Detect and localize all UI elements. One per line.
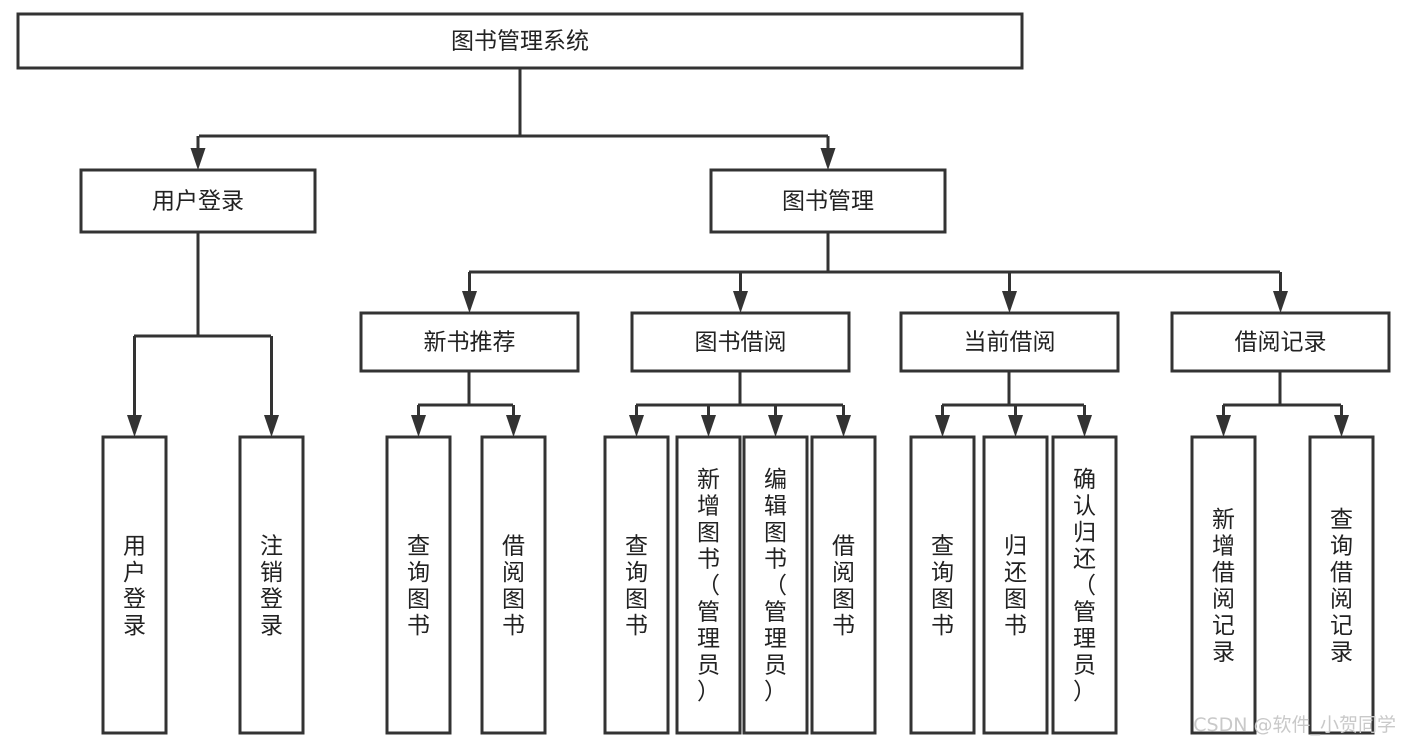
node-label-leaf-edit-book: 编辑图书（管理员）: [764, 467, 787, 705]
node-leaf-user-logout[interactable]: 注销登录: [238, 435, 305, 735]
node-leaf-borrow-book-1[interactable]: 借阅图书: [480, 435, 547, 735]
node-leaf-query-book-2[interactable]: 查询图书: [603, 435, 670, 735]
node-leaf-add-record[interactable]: 新增借阅记录: [1190, 435, 1257, 735]
node-label-leaf-return-book: 归还图书: [1004, 533, 1027, 639]
edge-new-book-rec-to-leaf-borrow-book-1: [506, 405, 521, 437]
node-leaf-borrow-book-2[interactable]: 借阅图书: [810, 435, 877, 735]
node-label-book-manage: 图书管理: [782, 189, 874, 215]
node-layer: 图书管理系统用户登录图书管理新书推荐图书借阅当前借阅借阅记录用户登录注销登录查询…: [16, 12, 1391, 735]
node-book-borrow[interactable]: 图书借阅: [630, 311, 851, 373]
node-label-user-login: 用户登录: [152, 189, 244, 215]
node-label-leaf-add-book: 新增图书（管理员）: [697, 467, 720, 705]
node-label-leaf-query-book-1: 查询图书: [407, 533, 430, 639]
edge-book-manage-to-book-borrow: [733, 272, 748, 313]
node-box-leaf-add-record[interactable]: [1190, 435, 1257, 735]
edge-borrow-record-to-leaf-query-record: [1334, 405, 1349, 437]
node-label-leaf-borrow-book-1: 借阅图书: [502, 533, 525, 639]
node-label-leaf-query-book-2: 查询图书: [625, 533, 648, 639]
node-box-borrow-record[interactable]: [1170, 311, 1391, 373]
node-box-book-manage[interactable]: [709, 168, 947, 234]
node-box-current-borrow[interactable]: [899, 311, 1120, 373]
edge-user-login-to-leaf-user-login: [127, 336, 142, 437]
node-box-book-borrow[interactable]: [630, 311, 851, 373]
node-box-leaf-query-book-3[interactable]: [909, 435, 976, 735]
edge-user-login-to-leaf-user-logout: [264, 336, 279, 437]
node-label-leaf-query-book-3: 查询图书: [931, 533, 954, 639]
connector-bus-current-borrow: [942, 371, 1084, 407]
connector-layer: [127, 68, 1349, 437]
node-box-leaf-query-book-1[interactable]: [385, 435, 452, 735]
node-root[interactable]: 图书管理系统: [16, 12, 1024, 70]
connector-bus-borrow-record: [1223, 371, 1341, 407]
edge-book-borrow-to-leaf-query-book-2: [629, 405, 644, 437]
node-box-leaf-confirm-return[interactable]: [1051, 435, 1118, 735]
node-label-leaf-borrow-book-2: 借阅图书: [832, 533, 855, 639]
edge-borrow-record-to-leaf-add-record: [1216, 405, 1231, 437]
node-label-current-borrow: 当前借阅: [964, 330, 1056, 356]
node-label-leaf-user-login: 用户登录: [123, 533, 146, 639]
node-label-leaf-confirm-return: 确认归还（管理员）: [1073, 467, 1096, 705]
node-label-leaf-add-record: 新增借阅记录: [1212, 507, 1235, 666]
node-box-leaf-return-book[interactable]: [982, 435, 1049, 735]
node-leaf-user-login[interactable]: 用户登录: [101, 435, 168, 735]
node-leaf-query-record[interactable]: 查询借阅记录: [1308, 435, 1375, 735]
connector-bus-user-login: [134, 232, 271, 338]
node-current-borrow[interactable]: 当前借阅: [899, 311, 1120, 373]
edge-book-manage-to-current-borrow: [1002, 272, 1017, 313]
node-box-root[interactable]: [16, 12, 1024, 70]
connector-bus-book-manage: [469, 232, 1280, 274]
edge-book-borrow-to-leaf-add-book: [701, 405, 716, 437]
node-box-user-login[interactable]: [79, 168, 317, 234]
node-box-leaf-query-book-2[interactable]: [603, 435, 670, 735]
node-box-new-book-rec[interactable]: [359, 311, 580, 373]
node-borrow-record[interactable]: 借阅记录: [1170, 311, 1391, 373]
node-leaf-confirm-return[interactable]: 确认归还（管理员）: [1051, 435, 1118, 735]
node-box-leaf-edit-book[interactable]: [742, 435, 809, 735]
node-box-leaf-user-logout[interactable]: [238, 435, 305, 735]
node-box-leaf-query-record[interactable]: [1308, 435, 1375, 735]
connector-bus-root: [199, 68, 828, 138]
node-label-root: 图书管理系统: [451, 29, 589, 55]
edge-book-manage-to-borrow-record: [1273, 272, 1288, 313]
edge-book-manage-to-new-book-rec: [462, 272, 477, 313]
node-box-leaf-user-login[interactable]: [101, 435, 168, 735]
node-label-leaf-query-record: 查询借阅记录: [1330, 507, 1353, 666]
edge-book-borrow-to-leaf-borrow-book-2: [836, 405, 851, 437]
node-book-manage[interactable]: 图书管理: [709, 168, 947, 234]
watermark-label: CSDN @软件_小贺同学: [1193, 714, 1396, 736]
node-label-book-borrow: 图书借阅: [695, 330, 787, 356]
node-label-new-book-rec: 新书推荐: [424, 330, 516, 356]
node-leaf-edit-book[interactable]: 编辑图书（管理员）: [742, 435, 809, 735]
edge-current-borrow-to-leaf-confirm-return: [1077, 405, 1092, 437]
node-label-leaf-user-logout: 注销登录: [260, 533, 283, 639]
node-label-borrow-record: 借阅记录: [1235, 330, 1327, 356]
node-leaf-add-book[interactable]: 新增图书（管理员）: [675, 435, 742, 735]
node-box-leaf-borrow-book-2[interactable]: [810, 435, 877, 735]
node-leaf-return-book[interactable]: 归还图书: [982, 435, 1049, 735]
node-box-leaf-borrow-book-1[interactable]: [480, 435, 547, 735]
edge-current-borrow-to-leaf-query-book-3: [935, 405, 950, 437]
node-new-book-rec[interactable]: 新书推荐: [359, 311, 580, 373]
edge-root-to-user-login: [190, 136, 206, 170]
node-box-leaf-add-book[interactable]: [675, 435, 742, 735]
edge-new-book-rec-to-leaf-query-book-1: [411, 405, 426, 437]
connector-bus-new-book-rec: [418, 371, 513, 407]
connector-bus-book-borrow: [636, 371, 843, 407]
node-leaf-query-book-3[interactable]: 查询图书: [909, 435, 976, 735]
edge-book-borrow-to-leaf-edit-book: [768, 405, 783, 437]
node-leaf-query-book-1[interactable]: 查询图书: [385, 435, 452, 735]
edge-current-borrow-to-leaf-return-book: [1008, 405, 1023, 437]
node-user-login[interactable]: 用户登录: [79, 168, 317, 234]
edge-root-to-book-manage: [820, 136, 836, 170]
